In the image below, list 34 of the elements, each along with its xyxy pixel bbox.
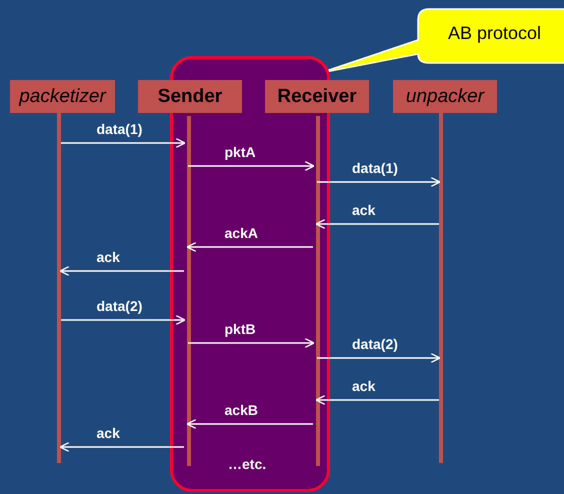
message-label: ack xyxy=(352,378,376,394)
message-label: data(1) xyxy=(352,160,398,176)
message-label: pktA xyxy=(224,144,256,160)
message-arrow xyxy=(186,418,313,430)
message-label: ackB xyxy=(224,402,258,418)
message-label: data(1) xyxy=(96,121,142,137)
message-arrow xyxy=(188,160,315,172)
message-arrow xyxy=(59,442,184,452)
message-arrow xyxy=(317,352,441,364)
message-label: data(2) xyxy=(96,298,142,314)
lifeline xyxy=(187,116,191,466)
message-arrow xyxy=(186,242,313,252)
message-label: data(2) xyxy=(352,336,398,352)
lifeline-header: packetizer xyxy=(10,80,115,113)
lifeline-header: unpacker xyxy=(393,80,497,113)
message-arrow xyxy=(315,394,439,406)
message-label: ack xyxy=(352,202,376,218)
lifeline-header: Sender xyxy=(138,80,242,113)
message-arrow xyxy=(315,218,439,230)
message-arrow xyxy=(59,266,184,276)
message-label: pktB xyxy=(224,321,256,337)
callout-text: AB protocol xyxy=(448,23,542,44)
message-label: ackA xyxy=(224,225,258,241)
lifeline xyxy=(316,116,320,466)
lifeline-header: Receiver xyxy=(265,80,369,113)
lifeline xyxy=(439,113,443,463)
message-arrow xyxy=(317,176,441,188)
message-label: ack xyxy=(96,425,120,441)
message-arrow xyxy=(61,138,186,148)
note-text: …etc. xyxy=(228,456,266,472)
message-arrow xyxy=(61,314,186,326)
lifeline xyxy=(57,113,61,463)
message-arrow xyxy=(188,338,315,348)
message-label: ack xyxy=(96,249,120,265)
